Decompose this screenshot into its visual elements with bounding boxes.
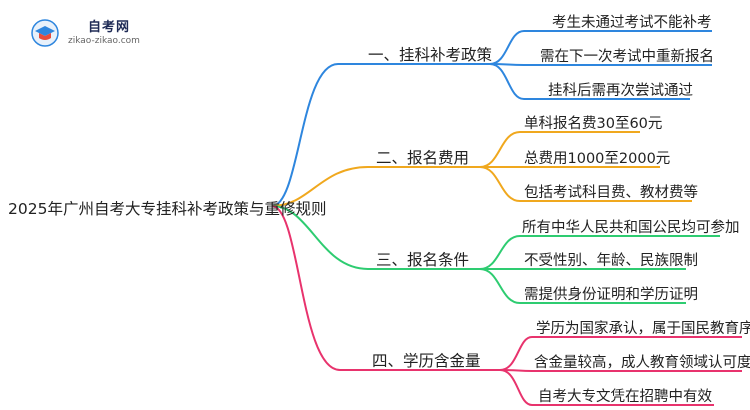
connector-branch-2-leaf-3 (479, 166, 692, 202)
branch-1-label: 一、挂科补考政策 (368, 46, 493, 64)
connector-root-branch-1 (271, 63, 339, 207)
root-topic: 2025年广州自考大专挂科补考政策与重修规则 (8, 200, 327, 218)
connector-root-branch-3 (271, 205, 369, 270)
branch-4-leaf-3: 自考大专文凭在招聘中有效 (538, 389, 712, 405)
logo: 自考网 zikao-zikao.com (30, 14, 150, 50)
connector-branch-2-leaf-1 (479, 131, 640, 168)
branch-3-leaf-1: 所有中华人民共和国公民均可参加 (522, 220, 740, 236)
branch-3-label: 三、报名条件 (376, 251, 470, 269)
branch-4-label: 四、学历含金量 (372, 352, 481, 370)
branch-2-leaf-2: 总费用1000至2000元 (524, 151, 671, 167)
logo-subtitle: zikao-zikao.com (68, 36, 140, 46)
branch-1-leaf-3: 挂科后需再次尝试通过 (548, 83, 693, 99)
branch-1-leaf-2: 需在下一次考试中重新报名 (540, 49, 714, 65)
connector-branch-4-leaf-1 (499, 336, 742, 371)
branch-1-leaf-1: 考生未通过考试不能补考 (552, 15, 712, 31)
logo-title: 自考网 (88, 20, 131, 35)
connector-branch-1-leaf-3 (489, 63, 690, 100)
connector-root-branch-4 (271, 205, 341, 371)
branch-4-leaf-2: 含金量较高，成人教育领域认可度高 (534, 355, 750, 371)
branch-3-leaf-3: 需提供身份证明和学历证明 (524, 287, 698, 303)
branch-2-leaf-3: 包括考试科目费、教材费等 (524, 185, 698, 201)
connector-branch-1-leaf-1 (489, 30, 712, 65)
graduation-cap-icon (31, 19, 59, 47)
branch-4-leaf-1: 学历为国家承认，属于国民教育序列 (536, 321, 750, 337)
connector-branch-4-leaf-3 (499, 369, 714, 406)
connector-root-branch-2 (271, 166, 369, 207)
branch-2-label: 二、报名费用 (376, 149, 470, 167)
connector-branch-3-leaf-1 (479, 235, 720, 270)
branch-3-leaf-2: 不受性别、年龄、民族限制 (524, 253, 698, 269)
connector-branch-3-leaf-3 (479, 268, 686, 304)
branch-2-leaf-1: 单科报名费30至60元 (524, 116, 663, 132)
